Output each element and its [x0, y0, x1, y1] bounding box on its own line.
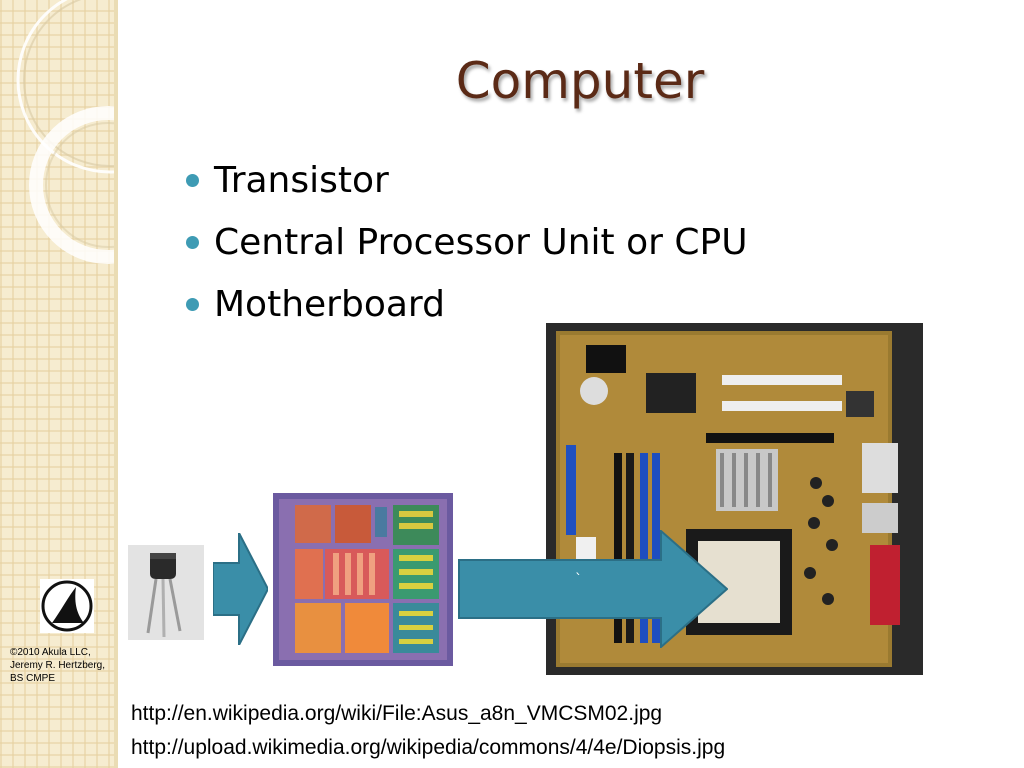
bullet-list: Transistor Central Processor Unit or CPU…: [186, 150, 748, 336]
bullet-text: Motherboard: [214, 284, 445, 325]
arrow-right-icon: [458, 530, 728, 648]
bullet-dot-icon: [186, 236, 199, 249]
slide-title: Computer: [455, 52, 705, 110]
bullet-item: Motherboard: [186, 274, 748, 336]
copyright-line: BS CMPE: [10, 673, 56, 684]
bullet-item: Central Processor Unit or CPU: [186, 212, 748, 274]
cpu-die-image: [273, 493, 453, 666]
akula-logo-icon: [41, 580, 93, 632]
copyright-notice: ©2010 Akula LLC, Jeremy R. Hertzberg, BS…: [10, 646, 114, 685]
akula-logo: [40, 579, 94, 633]
bullet-text: Central Processor Unit or CPU: [214, 222, 748, 263]
sidebar-divider: [114, 0, 118, 768]
swirl-decoration-icon: [16, 0, 114, 264]
bullet-dot-icon: [186, 298, 199, 311]
arrow-label: `: [575, 572, 582, 588]
source-link[interactable]: http://en.wikipedia.org/wiki/File:Asus_a…: [131, 702, 663, 725]
decorative-sidebar: ©2010 Akula LLC, Jeremy R. Hertzberg, BS…: [0, 0, 114, 768]
copyright-line: ©2010 Akula LLC,: [10, 647, 91, 658]
arrow-right-icon: [213, 533, 268, 645]
bullet-item: Transistor: [186, 150, 748, 212]
copyright-line: Jeremy R. Hertzberg,: [10, 660, 106, 671]
bullet-text: Transistor: [214, 160, 389, 201]
bullet-dot-icon: [186, 174, 199, 187]
transistor-image: [128, 545, 204, 640]
source-link[interactable]: http://upload.wikimedia.org/wikipedia/co…: [131, 736, 726, 759]
